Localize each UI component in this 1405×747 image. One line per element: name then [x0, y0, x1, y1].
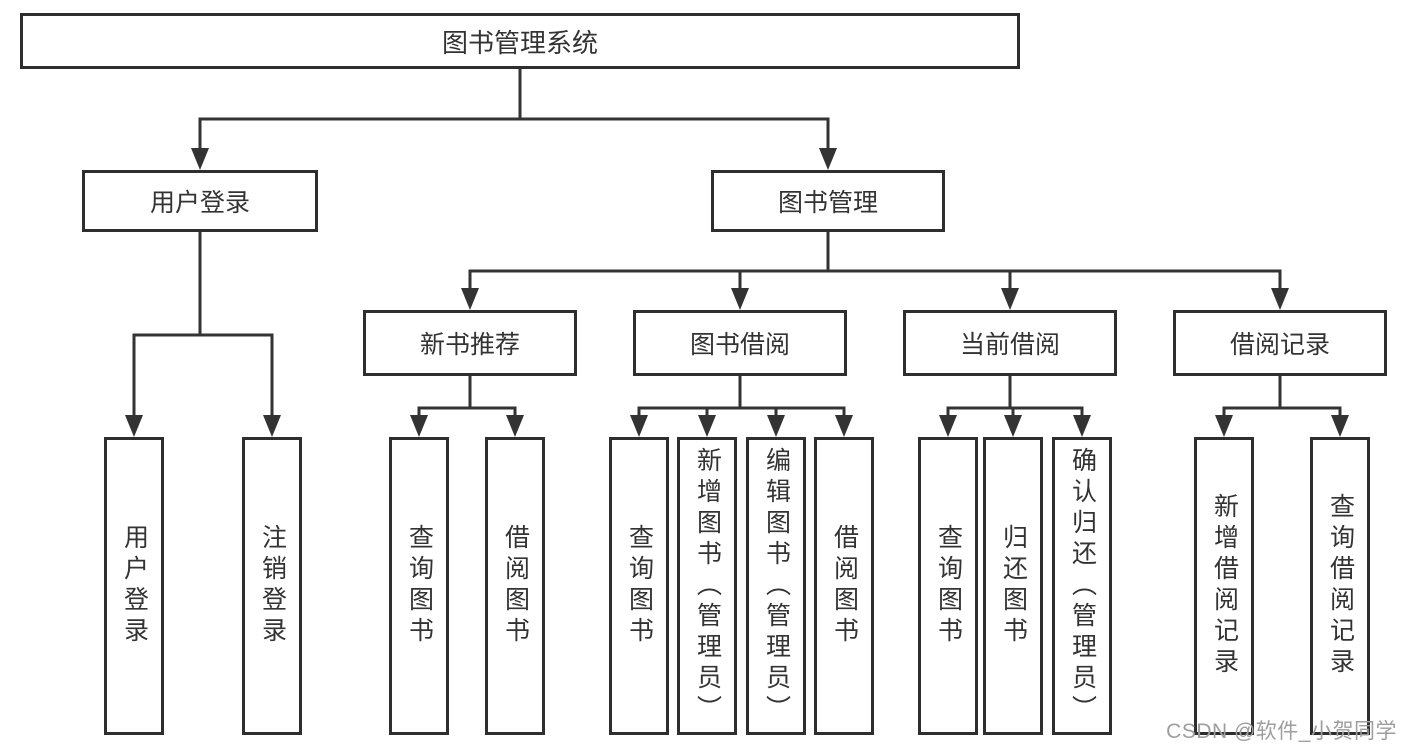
arrow-down-icon [1073, 415, 1091, 437]
node-book-management: 图书管理 [711, 170, 945, 232]
leaf-add-borrow-record: 新增借阅记录 [1194, 437, 1254, 735]
node-borrowing-records: 借阅记录 [1173, 310, 1387, 376]
leaf-user-login: 用户登录 [104, 437, 164, 735]
arrow-down-icon [1331, 415, 1349, 437]
arrow-down-icon [191, 148, 209, 170]
arrow-down-icon [125, 415, 143, 437]
node-label: 确认归还（管理员） [1068, 446, 1097, 726]
node-label: 新增借阅记录 [1210, 493, 1239, 679]
node-label: 用户登录 [149, 189, 250, 217]
arrow-down-icon [1004, 415, 1022, 437]
node-label: 用户登录 [120, 524, 149, 648]
connector-book-borrowing-children [637, 374, 846, 419]
node-label: 当前借阅 [959, 331, 1060, 359]
node-current-borrowing: 当前借阅 [903, 310, 1117, 376]
connector-book-management-children [468, 230, 1282, 292]
leaf-query-books-recommend: 查询图书 [389, 437, 449, 735]
connector-user-login-children [132, 230, 274, 419]
leaf-return-books: 归还图书 [983, 437, 1043, 735]
node-label: 查询图书 [625, 524, 654, 648]
leaf-query-books-borrowing: 查询图书 [609, 437, 669, 735]
node-library-system: 图书管理系统 [20, 13, 1020, 69]
node-label: 新增图书（管理员） [693, 446, 722, 726]
node-user-login: 用户登录 [82, 170, 318, 232]
arrow-down-icon [1215, 415, 1233, 437]
node-label: 查询图书 [934, 524, 963, 648]
arrow-down-icon [506, 415, 524, 437]
arrow-down-icon [819, 148, 837, 170]
connector-new-book-recommendation-children [417, 374, 517, 419]
arrow-down-icon [1001, 288, 1019, 310]
node-label: 图书借阅 [689, 331, 790, 359]
node-label: 查询借阅记录 [1326, 493, 1355, 679]
arrow-down-icon [939, 415, 957, 437]
leaf-confirm-return-admin: 确认归还（管理员） [1052, 437, 1112, 735]
arrow-down-icon [461, 288, 479, 310]
node-label: 借阅图书 [830, 524, 859, 648]
node-label: 编辑图书（管理员） [762, 446, 791, 726]
leaf-borrow-books-borrowing: 借阅图书 [814, 437, 874, 735]
arrow-down-icon [1271, 288, 1289, 310]
arrow-down-icon [767, 415, 785, 437]
node-label: 注销登录 [258, 524, 287, 648]
leaf-query-borrow-record: 查询借阅记录 [1310, 437, 1370, 735]
connector-borrowing-records-children [1222, 374, 1342, 419]
leaf-add-books-admin: 新增图书（管理员） [677, 437, 737, 735]
leaf-logout-login: 注销登录 [242, 437, 302, 735]
node-label: 归还图书 [999, 524, 1028, 648]
arrow-down-icon [410, 415, 428, 437]
node-label: 借阅图书 [501, 524, 530, 648]
node-label: 查询图书 [405, 524, 434, 648]
connector-current-borrowing-children [946, 374, 1084, 419]
arrow-down-icon [630, 415, 648, 437]
arrow-down-icon [731, 288, 749, 310]
arrowheads [125, 148, 1349, 437]
leaf-edit-books-admin: 编辑图书（管理员） [746, 437, 806, 735]
leaf-query-books-current: 查询图书 [918, 437, 978, 735]
arrow-down-icon [835, 415, 853, 437]
arrow-down-icon [698, 415, 716, 437]
connector-root-to-level2 [198, 67, 830, 152]
node-label: 图书管理 [777, 189, 878, 217]
node-book-borrowing: 图书借阅 [633, 310, 847, 376]
leaf-borrow-books-recommend: 借阅图书 [485, 437, 545, 735]
arrow-down-icon [263, 415, 281, 437]
node-new-book-recommendation: 新书推荐 [363, 310, 577, 376]
node-label: 图书管理系统 [441, 27, 598, 58]
node-label: 新书推荐 [419, 331, 520, 359]
node-label: 借阅记录 [1229, 331, 1330, 359]
